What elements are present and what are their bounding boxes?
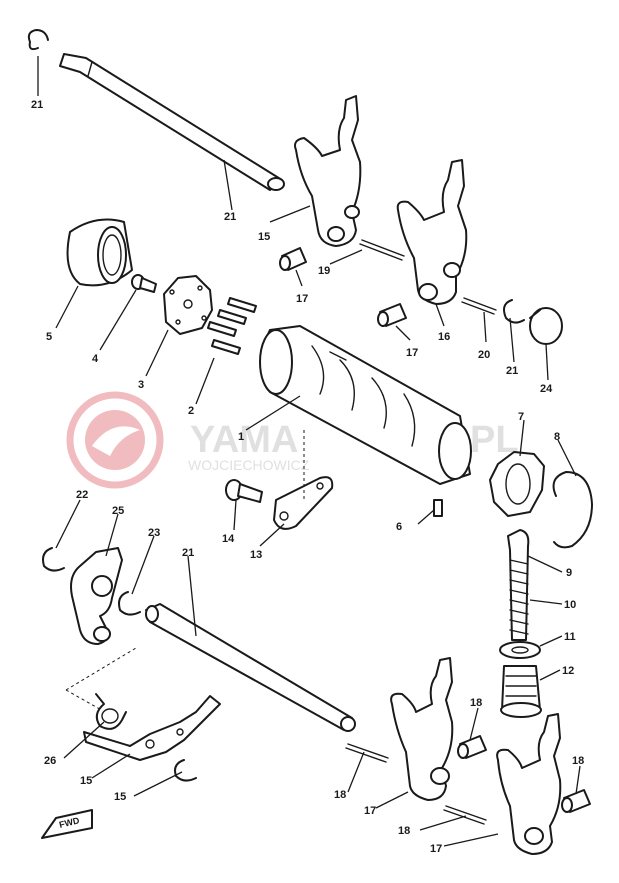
shift-fork-lower-right [496,713,562,855]
shift-arm [70,547,123,645]
fwd-arrow-icon: FWD [41,809,93,839]
shift-fork-upper [294,95,362,247]
callout-17: 18 [572,755,584,767]
callout-12: 12 [562,665,574,677]
callout-21: 21 [506,365,518,377]
segment-plate [163,275,213,335]
stopper-spring [509,559,529,635]
callout-15: 17 [430,843,442,855]
fwd-label: FWD [58,815,81,830]
callout-17: 18 [470,697,482,709]
callout-15: 15 [258,231,270,243]
leader-lines [37,56,581,847]
callout-21: 23 [148,527,160,539]
watermark-brand: YAMA [190,419,298,461]
callout-6: 6 [396,521,402,533]
circlip-left-upper [42,547,65,572]
stopper-housing [500,665,542,718]
guide-pin-upper-right [377,303,407,327]
callout-4: 4 [92,353,99,365]
drum-screw [131,274,157,293]
circlip-upper-right [503,299,525,324]
callout-18: 18 [334,789,346,801]
callout-22: 24 [540,383,553,395]
callout-18: 19 [318,265,330,277]
shift-cam-drum [259,325,472,485]
callout-21: 21 [31,99,43,111]
dowel-pins [207,297,257,355]
callout-18: 20 [478,349,490,361]
stopper-washer [499,641,541,659]
shift-fork-shaft-lower [145,603,356,732]
callout-11: 11 [564,631,576,643]
watermark-logo-icon [66,391,164,489]
shift-fork-shaft-upper [27,29,285,191]
callout-7: 7 [518,411,524,423]
stopper-plate [489,451,545,517]
callout-18: 18 [398,825,410,837]
cotter-pin-middle [461,297,497,315]
callout-19: 21 [224,211,236,223]
callout-5: 5 [46,331,52,343]
stopper-bolt [225,479,263,503]
callout-17: 17 [296,293,308,305]
callout-10: 10 [564,599,576,611]
callout-1: 1 [238,431,244,443]
shift-lever [83,695,221,761]
callout-15: 17 [364,805,376,817]
callout-3: 3 [138,379,144,391]
callout-2: 2 [188,405,194,417]
callout-16: 16 [438,331,450,343]
shaft-cap [529,307,563,345]
shift-fork-middle [396,159,468,305]
shift-fork-lower-left [390,657,454,801]
guide-pin-upper-left [279,247,307,271]
watermark-subtitle: WOJCIECHOWICZ [188,457,310,473]
cotter-pin-lower-left [345,743,389,763]
guide-pin-lower-right [561,789,591,813]
circlip-left-lower [118,591,141,616]
callout-14: 14 [222,533,235,545]
callout-labels: 21 21 15 19 17 17 16 20 21 24 5 4 3 2 1 … [31,99,584,855]
callout-24: 26 [44,755,56,767]
callout-8: 8 [554,431,560,443]
circlip-lever [174,759,197,782]
callout-17: 17 [406,347,418,359]
callout-21: 22 [76,489,88,501]
callout-20: 21 [182,547,194,559]
cotter-pin-upper [359,239,405,261]
return-spring [95,693,127,730]
callout-25: 15 [80,775,92,787]
drum-pin [433,499,443,517]
callout-23: 25 [112,505,124,517]
callout-9: 9 [566,567,572,579]
callout-13: 13 [250,549,262,561]
guide-pin-lower-left [457,735,487,759]
circlip-drum [552,471,593,549]
callout-26: 15 [114,791,126,803]
drum-bearing [66,218,133,287]
stopper-lever [273,476,334,530]
